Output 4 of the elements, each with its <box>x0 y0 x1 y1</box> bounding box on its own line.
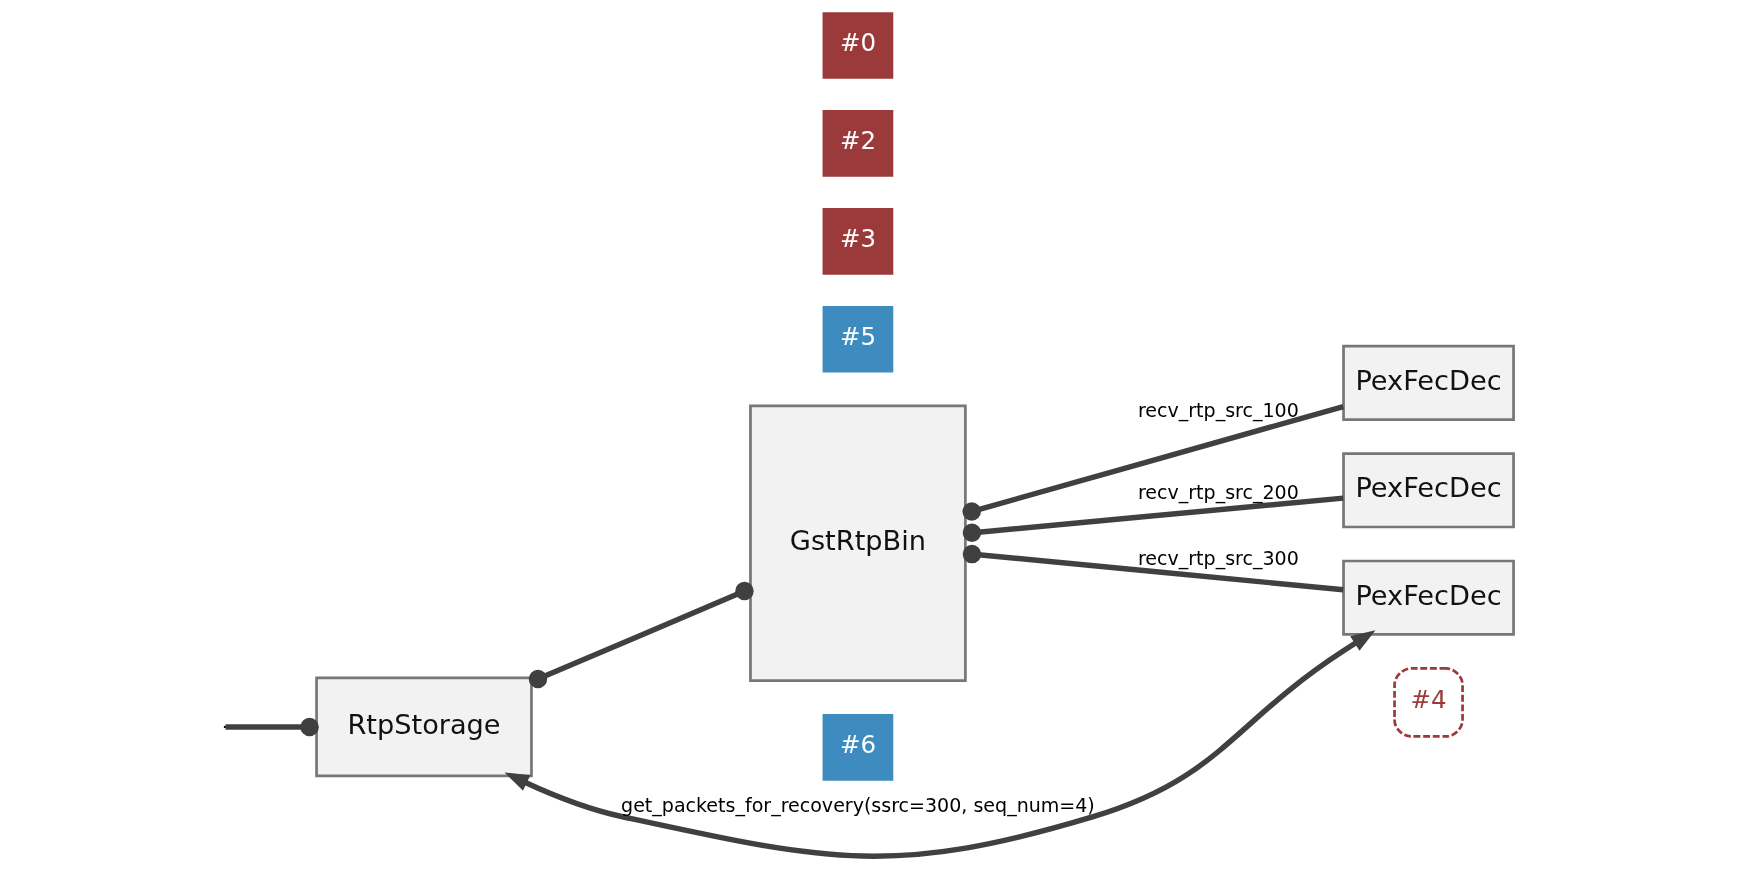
edge-label: recv_rtp_src_100 <box>1137 399 1299 422</box>
edge-label: recv_rtp_src_200 <box>1137 480 1299 503</box>
edge-label: get_packets_for_recovery(ssrc=300, seq_num=4) <box>620 793 1095 816</box>
edge-label: recv_rtp_src_300 <box>1137 547 1299 570</box>
